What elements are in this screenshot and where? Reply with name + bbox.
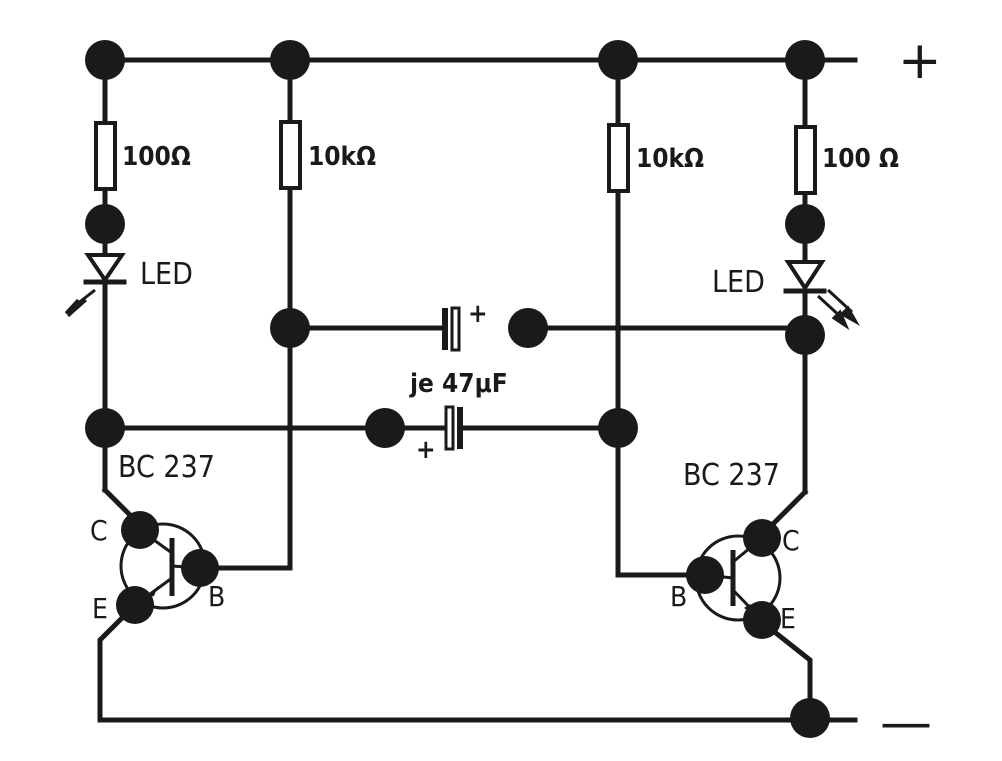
led-left-label: LED — [140, 257, 193, 292]
led-left — [64, 253, 127, 318]
resistor-r1-label: 100Ω — [122, 142, 191, 172]
led-left-light-arrows-icon — [64, 288, 96, 318]
resistor-r1 — [94, 121, 117, 191]
q1-base-pin-label: B — [208, 580, 225, 613]
resistor-r4-label: 100 Ω — [822, 144, 899, 174]
capacitor-lower-polarity: + — [416, 435, 436, 465]
node-q2-base — [686, 556, 724, 594]
node-top-1 — [85, 40, 125, 80]
capacitor-upper-polarity: + — [468, 299, 488, 329]
resistor-r3-label: 10kΩ — [636, 144, 704, 174]
node-r4-led — [785, 204, 825, 244]
led-right-label: LED — [712, 265, 765, 300]
led-right — [783, 260, 861, 331]
q1-collector-pin-label: C — [90, 514, 108, 547]
led-right-diode-icon — [784, 260, 826, 292]
q2-base-wire — [615, 187, 708, 578]
q1-emitter-pin-label: E — [92, 592, 108, 625]
node-q1-emitter — [116, 586, 154, 624]
negative-rail-label: — — [880, 693, 932, 753]
node-top-2 — [270, 40, 310, 80]
transistor-right-type-label: BC 237 — [683, 458, 780, 493]
resistors — [94, 120, 817, 195]
node-q1-base-cap — [270, 308, 310, 348]
node-q2-collector-cap — [785, 315, 825, 355]
junction-nodes — [85, 40, 830, 738]
node-cap-lower-left — [365, 408, 405, 448]
node-q1-collector — [121, 511, 159, 549]
q2-base-pin-label: B — [670, 580, 687, 613]
resistor-r2 — [279, 120, 302, 190]
node-q2-emitter — [743, 601, 781, 639]
node-top-4 — [785, 40, 825, 80]
positive-rail-label: + — [898, 31, 942, 91]
node-top-3 — [598, 40, 638, 80]
labels: + — 100Ω 10kΩ 10kΩ 100 Ω LED LED + je 47… — [90, 31, 942, 753]
node-cap-upper-right — [508, 308, 548, 348]
capacitor-upper — [442, 306, 461, 352]
capacitor-value-label: je 47μF — [409, 369, 508, 399]
resistor-r3 — [607, 123, 630, 193]
q1-base-wire — [197, 185, 293, 571]
node-q2-collector — [743, 519, 781, 557]
q2-collector-pin-label: C — [782, 524, 800, 557]
node-q1-base — [181, 549, 219, 587]
node-q1-collector-cap — [85, 408, 125, 448]
node-ground — [790, 698, 830, 738]
node-r1-led — [85, 204, 125, 244]
capacitor-lower — [444, 405, 463, 451]
led-left-diode-icon — [84, 253, 126, 284]
node-q2-base-cap — [598, 408, 638, 448]
resistor-r2-label: 10kΩ — [308, 142, 376, 172]
led-right-light-arrows-icon — [816, 288, 861, 331]
resistor-r4 — [794, 125, 817, 195]
q2-emitter-pin-label: E — [780, 602, 796, 635]
transistor-left-type-label: BC 237 — [118, 450, 215, 485]
